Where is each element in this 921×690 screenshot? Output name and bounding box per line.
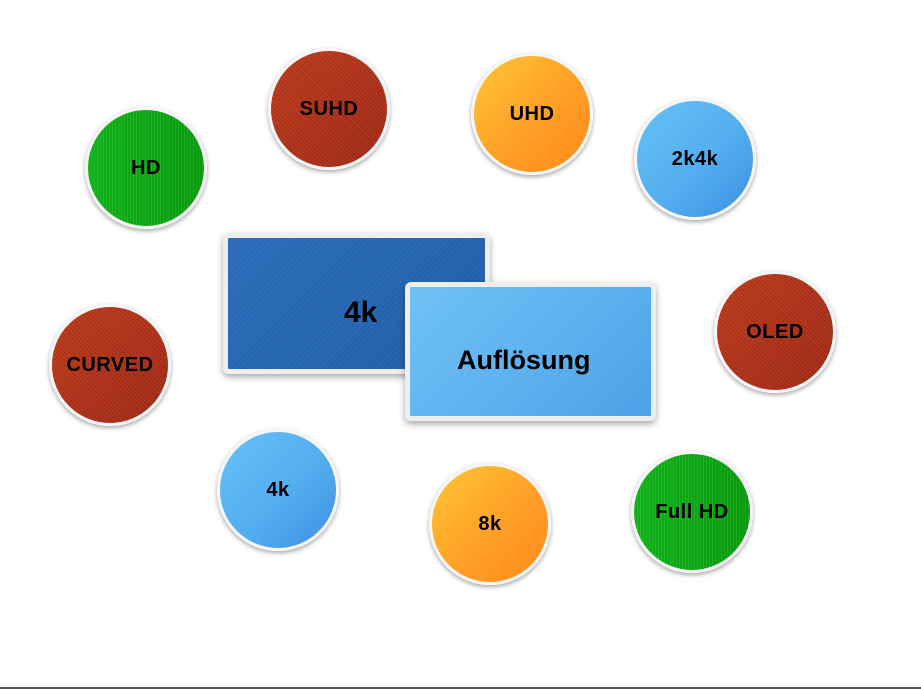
bubble-label: OLED (746, 320, 804, 343)
bubble-label: HD (131, 156, 161, 179)
bubble-full-hd: Full HD (631, 451, 753, 573)
center-box-4k-label: 4k (344, 296, 378, 329)
bubble-curved: CURVED (49, 304, 171, 426)
bottom-divider (0, 687, 921, 689)
bubble-hd: HD (85, 107, 207, 229)
bubble-label: SUHD (299, 97, 359, 120)
bubble-8k: 8k (429, 463, 551, 585)
bubble-uhd: UHD (471, 53, 593, 175)
center-box-aufloesung-label: Auflösung (457, 345, 591, 375)
bubble-label: 2k4k (671, 147, 719, 170)
bubble-label: 4k (266, 478, 290, 501)
bubble-2k4k: 2k4k (634, 98, 756, 220)
bubble-label: UHD (509, 102, 555, 125)
center-box-aufloesung: Auflösung (405, 282, 656, 421)
bubble-oled: OLED (714, 271, 836, 393)
bubble-label: CURVED (66, 353, 154, 376)
bubble-suhd: SUHD (268, 48, 390, 170)
bubble-label: Full HD (655, 500, 729, 523)
bubble-4k: 4k (217, 429, 339, 551)
bubble-label: 8k (478, 512, 502, 535)
